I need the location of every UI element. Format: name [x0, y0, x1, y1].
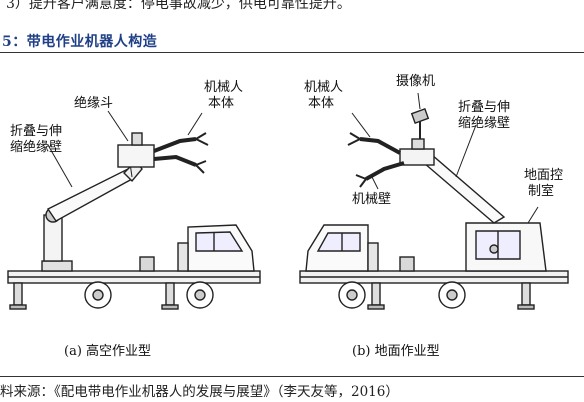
right-ground-robot-illustration	[299, 92, 569, 310]
label-right-boom-line1: 折叠与伸	[458, 100, 510, 115]
label-ground-room-line1: 地面控	[524, 168, 563, 183]
left-aerial-robot-illustration	[7, 110, 261, 310]
figure-title: 5：带电作业机器人构造	[2, 34, 158, 50]
label-right-robot-body-line1: 机械人	[304, 80, 343, 95]
figure-top-rule	[0, 52, 584, 53]
figure-source: 料来源：《配电带电作业机器人的发展与展望》（李天友等，2016）	[0, 384, 399, 400]
label-right-robot-body-line2: 本体	[308, 96, 334, 111]
caption-left-aerial-type: (a) 高空作业型	[64, 343, 151, 359]
label-left-boom-line1: 折叠与伸	[10, 124, 62, 139]
label-ground-room-line2: 制室	[528, 183, 554, 199]
figure-bottom-rule	[0, 376, 584, 377]
label-right-boom-line2: 缩绝缘壁	[458, 115, 510, 131]
label-left-robot-body-line2: 本体	[208, 96, 234, 111]
caption-right-ground-type: (b) 地面作业型	[352, 344, 440, 359]
label-left-boom-line2: 缩绝缘壁	[10, 139, 62, 155]
label-mech-arm: 机械壁	[352, 192, 391, 207]
robot-construction-figure: 绝缘斗 机械人 本体 折叠与伸 缩绝缘壁 (a) 高空作业型	[7, 74, 569, 359]
label-left-robot-body-line1: 机械人	[204, 80, 243, 95]
top-text-line: 3）提升客户满意度：停电事故减少，供电可靠性提升。	[6, 0, 351, 12]
label-camera: 摄像机	[396, 74, 435, 89]
label-insulated-bucket: 绝缘斗	[74, 95, 113, 111]
